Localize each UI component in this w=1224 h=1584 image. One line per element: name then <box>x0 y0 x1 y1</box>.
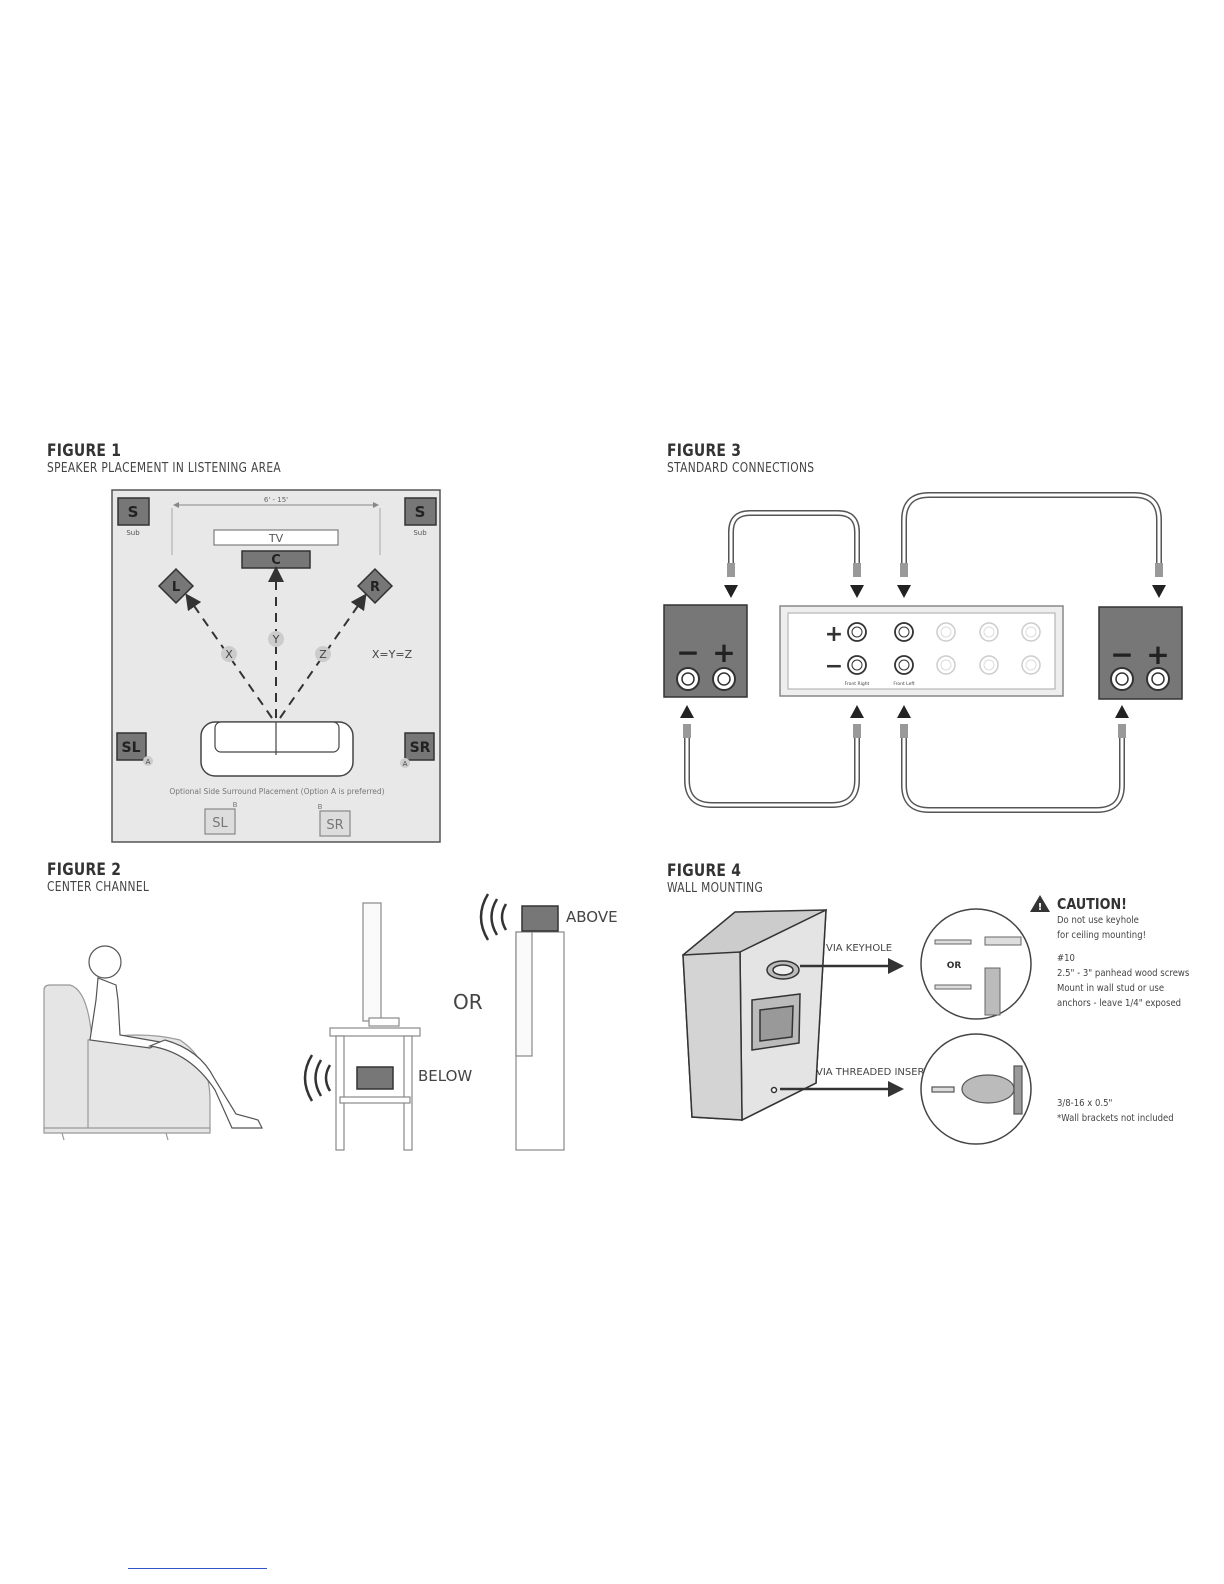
sub-right-label: S <box>415 503 426 521</box>
or-label-fig2: OR <box>453 990 483 1014</box>
screw-line1: 2.5" - 3" panhead wood screws <box>1057 968 1190 979</box>
couch <box>200 721 354 777</box>
figure4-title: FIGURE 4 <box>667 861 742 881</box>
option-b-left: B <box>233 801 238 809</box>
receiver-minus: − <box>825 654 843 679</box>
wire-tips <box>683 563 1163 738</box>
caution-heading: CAUTION! <box>1057 895 1127 913</box>
sr-speaker-b <box>319 810 351 837</box>
option-a-right: A <box>403 760 408 768</box>
figure2-subtitle: CENTER CHANNEL <box>47 880 150 895</box>
sub-left-label: S <box>128 503 139 521</box>
caution-icon <box>1030 895 1050 912</box>
left-minus: − <box>676 636 699 669</box>
front-left-label: Front Left <box>893 681 915 687</box>
z-label: Z <box>319 648 327 661</box>
insert-size: 3/8-16 x 0.5" <box>1057 1098 1113 1109</box>
y-marker <box>268 631 284 647</box>
sr-b-label: SR <box>326 818 343 833</box>
screw-size: #10 <box>1057 953 1075 964</box>
right-minus: − <box>1110 638 1133 671</box>
optional-note: Optional Side Surround Placement (Option… <box>169 787 384 796</box>
sl-speaker-a <box>116 732 147 761</box>
via-keyhole-label: VIA KEYHOLE <box>826 943 892 954</box>
y-label: Y <box>272 633 280 646</box>
svg-text:!: ! <box>1038 902 1043 913</box>
figure1-subtitle: SPEAKER PLACEMENT IN LISTENING AREA <box>47 461 282 476</box>
x-marker <box>221 646 237 662</box>
center-label: C <box>271 553 281 568</box>
distance-label: 6' - 15' <box>264 496 288 504</box>
center-speaker-above <box>521 905 559 932</box>
sub-left <box>117 497 150 526</box>
left-plus: + <box>712 636 735 669</box>
tv-stand <box>329 902 421 1151</box>
option-b-right: B <box>318 803 323 811</box>
below-label: BELOW <box>418 1067 472 1085</box>
center-speaker-below <box>356 1066 394 1090</box>
right-label: R <box>370 580 380 595</box>
via-threaded-label: VIA THREADED INSERT <box>816 1067 931 1078</box>
sr-a-label: SR <box>410 740 431 756</box>
figure2-title: FIGURE 2 <box>47 860 122 880</box>
sound-waves-below <box>303 1054 332 1102</box>
option-a-left: A <box>146 758 151 766</box>
right-plus: + <box>1146 638 1169 671</box>
sound-waves-above <box>479 893 508 941</box>
tv-label: TV <box>268 532 284 545</box>
figure3-title: FIGURE 3 <box>667 441 742 461</box>
keyhole-or-label: OR <box>947 961 962 971</box>
screw-line2: Mount in wall stud or use <box>1057 983 1165 994</box>
insert-note: *Wall brackets not included <box>1057 1113 1174 1124</box>
sr-speaker-a <box>404 732 435 761</box>
figure4-subtitle: WALL MOUNTING <box>667 881 764 896</box>
footer-link-underline[interactable] <box>128 1568 267 1569</box>
sub-left-caption: Sub <box>126 529 140 537</box>
sl-a-label: SL <box>121 740 140 756</box>
figure1-title: FIGURE 1 <box>47 441 122 461</box>
sub-right-caption: Sub <box>413 529 427 537</box>
x-label: X <box>225 648 233 661</box>
sub-right <box>404 497 437 526</box>
equation-label: X=Y=Z <box>372 648 413 661</box>
z-marker <box>315 646 331 662</box>
mount-arrows <box>780 958 904 1097</box>
caution-line1: Do not use keyhole <box>1057 915 1139 926</box>
tv <box>213 529 339 546</box>
speaker-cabinet <box>682 908 827 1122</box>
receiver-posts <box>847 622 1041 675</box>
receiver-plus: + <box>825 622 843 647</box>
sl-speaker-b <box>204 808 236 835</box>
person <box>88 945 263 1129</box>
caution-line2: for ceiling mounting! <box>1057 930 1147 941</box>
front-right-label: Front Right <box>845 681 870 687</box>
sl-b-label: SL <box>212 816 228 831</box>
figure3-subtitle: STANDARD CONNECTIONS <box>667 461 815 476</box>
armchair <box>43 984 211 1141</box>
screw-line3: anchors - leave 1/4" exposed <box>1057 998 1182 1009</box>
tall-cabinet <box>515 931 565 1151</box>
left-label: L <box>172 580 180 595</box>
keyhole-detail <box>920 908 1032 1020</box>
left-speaker <box>157 567 195 605</box>
connection-arrows <box>680 585 1166 718</box>
above-label: ABOVE <box>566 908 618 926</box>
